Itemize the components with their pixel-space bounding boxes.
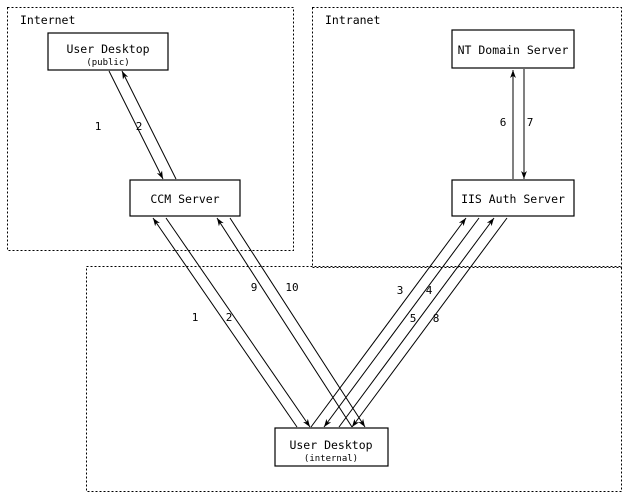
edge-6-label: 6 <box>500 116 507 129</box>
zone-intranet-boundary <box>312 7 622 268</box>
edge-3-line <box>310 217 467 428</box>
node-iis-auth-server-title: IIS Auth Server <box>461 192 565 206</box>
edge-group-internal-iis-34: 3 4 <box>310 217 480 428</box>
edge-2-internal-label: 2 <box>226 311 233 324</box>
edge-group-internal-ccm-910: 9 10 <box>216 217 366 428</box>
zone-internet-label: Internet <box>20 13 75 27</box>
edge-9-label: 9 <box>251 281 258 294</box>
edge-1-internal-label: 1 <box>192 311 199 324</box>
edge-group-internal-iis-58: 5 8 <box>338 217 508 428</box>
edge-1-internal-line <box>152 217 298 428</box>
edge-5-line <box>338 217 495 428</box>
edge-5-label: 5 <box>410 312 417 325</box>
node-user-desktop-public-subtitle: (public) <box>86 58 129 68</box>
node-user-desktop-internal[interactable]: User Desktop (internal) <box>274 427 389 467</box>
node-iis-auth-server-box[interactable] <box>451 179 575 217</box>
edge-1-public-label: 1 <box>95 120 102 133</box>
node-user-desktop-public[interactable]: User Desktop (public) <box>47 32 169 71</box>
edge-4-line <box>323 217 480 428</box>
edge-group-internal-ccm-12: 1 2 <box>152 217 311 428</box>
zone-intranet-label: Intranet <box>325 13 380 27</box>
edge-8-label: 8 <box>433 312 440 325</box>
node-nt-domain-server[interactable]: NT Domain Server <box>451 29 575 69</box>
edge-4-label: 4 <box>426 284 433 297</box>
node-nt-domain-server-box[interactable] <box>451 29 575 69</box>
edge-8-line <box>351 217 508 428</box>
edge-1-public-line <box>108 70 164 180</box>
node-ccm-server-title: CCM Server <box>150 192 219 206</box>
edge-10-line <box>229 217 366 428</box>
edge-group-iis-nt: 6 7 <box>500 69 534 179</box>
edge-group-public-ccm: 1 2 <box>95 70 177 180</box>
node-ccm-server[interactable]: CCM Server <box>129 179 241 217</box>
node-ccm-server-box[interactable] <box>129 179 241 217</box>
node-nt-domain-server-title: NT Domain Server <box>458 43 569 57</box>
edge-9-line <box>216 217 353 428</box>
edge-3-label: 3 <box>397 284 404 297</box>
node-user-desktop-internal-title: User Desktop <box>289 438 372 452</box>
edge-2-internal-line <box>165 217 311 428</box>
edge-2-public-label: 2 <box>136 120 143 133</box>
node-user-desktop-public-box[interactable] <box>47 32 169 71</box>
edge-7-label: 7 <box>527 116 534 129</box>
node-user-desktop-internal-box[interactable] <box>274 427 389 467</box>
edge-10-label: 10 <box>285 281 298 294</box>
node-user-desktop-internal-subtitle: (internal) <box>304 454 358 464</box>
zone-group: Internet Intranet <box>7 7 622 492</box>
node-iis-auth-server[interactable]: IIS Auth Server <box>451 179 575 217</box>
node-user-desktop-public-title: User Desktop <box>66 42 149 56</box>
edge-2-public-line <box>121 70 177 180</box>
zone-internet-boundary <box>7 7 294 251</box>
